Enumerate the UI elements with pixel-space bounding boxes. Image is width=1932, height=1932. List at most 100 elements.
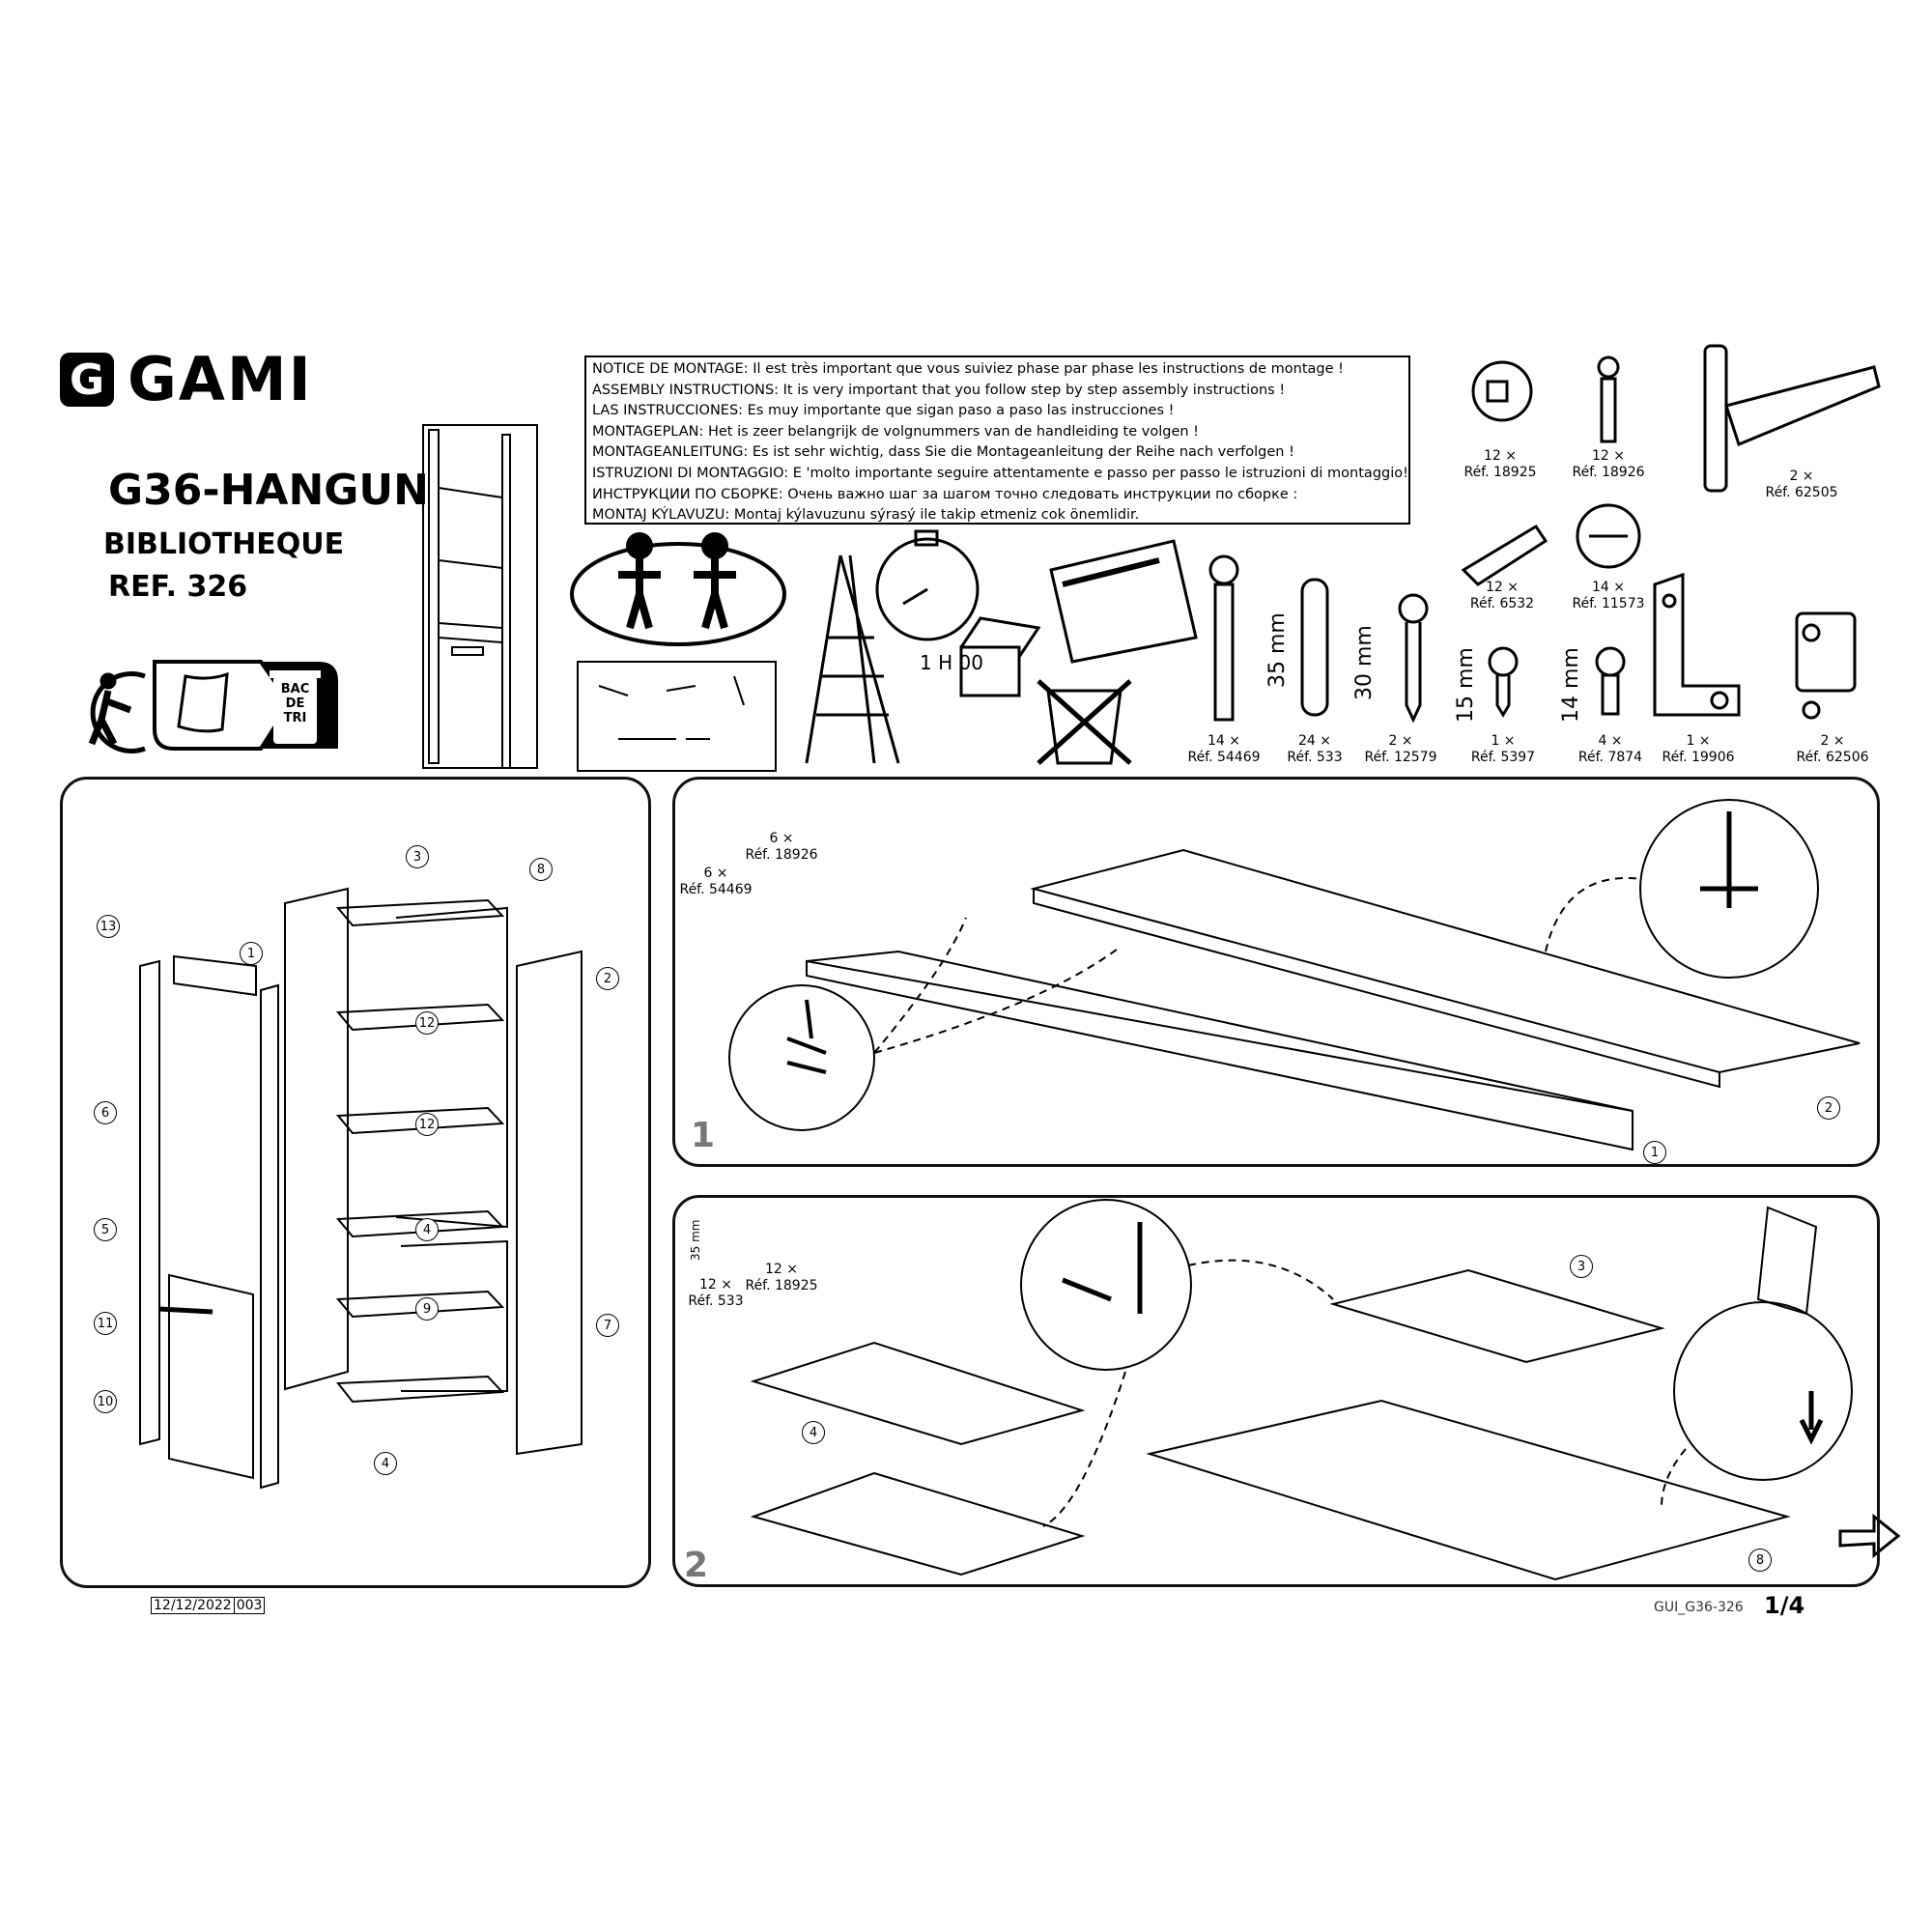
notice-line-nl: MONTAGEPLAN: Het is zeer belangrijk de v… bbox=[592, 423, 1199, 440]
hardware-item: 24 ×Réf. 533 bbox=[1287, 733, 1342, 766]
hardware-item: 2 ×Réf. 62505 bbox=[1765, 469, 1837, 501]
cam-bolt-icon bbox=[1208, 554, 1239, 722]
hardware-qty: 2 × bbox=[1789, 469, 1814, 484]
hardware-item: 12 ×Réf. 6532 bbox=[1470, 580, 1534, 612]
notice-line-tr: MONTAJ KÝLAVUZU: Montaj kýlavuzunu sýras… bbox=[592, 507, 1140, 524]
screw-icon bbox=[1488, 646, 1519, 718]
tools-icon bbox=[598, 675, 745, 740]
hardware-qty: 2 × bbox=[1820, 733, 1845, 749]
part-number-callout: 9 bbox=[415, 1297, 439, 1321]
notice-line-fr: NOTICE DE MONTAGE: Il est très important… bbox=[592, 361, 1344, 377]
screw-icon bbox=[1595, 646, 1626, 716]
two-person-icon bbox=[570, 532, 786, 646]
bin-label-line: TRI bbox=[283, 711, 307, 725]
part-number-callout: 8 bbox=[1748, 1548, 1772, 1572]
ladder-icon bbox=[805, 554, 900, 764]
gami-logo: G GAMI bbox=[60, 344, 313, 414]
hardware-ref: Réf. 62506 bbox=[1796, 750, 1869, 765]
part-number-callout: 11 bbox=[94, 1312, 117, 1335]
tools-box bbox=[577, 661, 777, 772]
hardware-qty: 12 × bbox=[1592, 448, 1625, 464]
hardware-ref: Réf. 7874 bbox=[1577, 750, 1643, 765]
hardware-qty: 6 × bbox=[769, 831, 794, 846]
part-number-callout: 8 bbox=[529, 858, 553, 881]
step-2-panel bbox=[672, 1195, 1880, 1587]
notice-line-de: MONTAGEANLEITUNG: Es ist sehr wichtig, d… bbox=[592, 444, 1294, 461]
hardware-ref: Réf. 18925 bbox=[745, 1278, 818, 1293]
exploded-view-panel bbox=[60, 777, 651, 1588]
step2-hardware: 12 ×Réf. 533 bbox=[688, 1277, 743, 1310]
bac-de-tri-label: BAC DE TRI bbox=[273, 682, 317, 725]
step1-hardware: 6 ×Réf. 54469 bbox=[679, 866, 752, 898]
hardware-qty: 12 × bbox=[765, 1262, 798, 1277]
part-number-callout: 1 bbox=[1643, 1141, 1666, 1164]
hardware-ref: Réf. 62505 bbox=[1765, 485, 1838, 500]
part-number-callout: 13 bbox=[97, 915, 120, 938]
step2-hardware: 12 ×Réf. 18925 bbox=[745, 1262, 817, 1294]
hardware-item: 2 ×Réf. 12579 bbox=[1364, 733, 1436, 766]
dimension-label: 30 mm bbox=[1352, 625, 1377, 700]
hardware-qty: 4 × bbox=[1598, 733, 1623, 749]
cabinet-illustration bbox=[422, 424, 538, 769]
logo-mark: G bbox=[60, 353, 114, 407]
hardware-item: 2 ×Réf. 62506 bbox=[1796, 733, 1868, 766]
page-number: 1/4 bbox=[1764, 1592, 1805, 1619]
part-number-callout: 12 bbox=[415, 1011, 439, 1035]
step1-hardware: 6 ×Réf. 18926 bbox=[745, 831, 817, 864]
hardware-ref: Réf. 11573 bbox=[1572, 596, 1645, 611]
part-number-callout: 4 bbox=[374, 1452, 397, 1475]
hardware-ref: Réf. 533 bbox=[1287, 750, 1343, 765]
hardware-qty: 14 × bbox=[1208, 733, 1240, 749]
hardware-qty: 6 × bbox=[703, 866, 728, 881]
hardware-qty: 24 × bbox=[1298, 733, 1331, 749]
part-number-callout: 1 bbox=[240, 942, 263, 965]
part-number-callout: 4 bbox=[802, 1421, 825, 1444]
part-number-callout: 2 bbox=[1817, 1096, 1840, 1120]
part-number-callout: 10 bbox=[94, 1390, 117, 1413]
logo-text: GAMI bbox=[128, 344, 313, 414]
hardware-qty: 12 × bbox=[1486, 580, 1519, 595]
notice-box: NOTICE DE MONTAGE: Il est très important… bbox=[584, 355, 1410, 525]
hardware-ref: Réf. 18925 bbox=[1463, 465, 1537, 480]
hinge-plate-icon bbox=[1795, 611, 1857, 720]
hardware-item: 1 ×Réf. 5397 bbox=[1471, 733, 1535, 766]
dimension-label: 15 mm bbox=[1454, 647, 1478, 723]
hardware-item: 14 ×Réf. 54469 bbox=[1187, 733, 1260, 766]
hardware-qty: 14 × bbox=[1592, 580, 1625, 595]
hardware-item: 4 ×Réf. 7874 bbox=[1578, 733, 1642, 766]
part-number-callout: 6 bbox=[94, 1101, 117, 1124]
footer-version: 003 bbox=[233, 1598, 265, 1613]
hardware-ref: Réf. 533 bbox=[688, 1293, 744, 1309]
hardware-ref: Réf. 12579 bbox=[1364, 750, 1437, 765]
part-number-callout: 2 bbox=[596, 967, 619, 990]
cam-lock-icon bbox=[1576, 503, 1641, 569]
hardware-item: 12 ×Réf. 18925 bbox=[1463, 448, 1536, 481]
product-reference: REF. 326 bbox=[108, 570, 248, 604]
cam-lock-icon bbox=[1471, 360, 1533, 422]
hardware-ref: Réf. 54469 bbox=[679, 882, 753, 897]
part-number-callout: 4 bbox=[415, 1218, 439, 1241]
hardware-ref: Réf. 19906 bbox=[1662, 750, 1735, 765]
product-model: G36-HANGUN bbox=[108, 466, 429, 515]
document-code: GUI_G36-326 bbox=[1654, 1600, 1744, 1615]
cam-bolt-icon bbox=[1597, 355, 1620, 443]
bin-label-line: DE bbox=[285, 696, 305, 711]
notice-line-it: ISTRUZIONI DI MONTAGGIO: E 'molto import… bbox=[592, 465, 1408, 481]
angle-bracket-icon bbox=[1653, 572, 1741, 717]
part-number-callout: 3 bbox=[1570, 1255, 1593, 1278]
stopwatch-icon bbox=[875, 529, 980, 641]
hardware-qty: 12 × bbox=[699, 1277, 732, 1293]
hardware-qty: 2 × bbox=[1388, 733, 1413, 749]
assembly-time: 1 H 00 bbox=[920, 651, 983, 674]
dimension-label: 14 mm bbox=[1559, 647, 1583, 723]
hardware-ref: Réf. 18926 bbox=[745, 847, 818, 863]
shelf-support-icon bbox=[1461, 524, 1548, 586]
recycle-icon bbox=[88, 671, 146, 753]
hardware-qty: 12 × bbox=[1484, 448, 1517, 464]
hardware-ref: Réf. 54469 bbox=[1187, 750, 1261, 765]
hardware-qty: 1 × bbox=[1686, 733, 1711, 749]
hardware-item: 1 ×Réf. 19906 bbox=[1662, 733, 1734, 766]
notice-line-es: LAS INSTRUCCIONES: Es muy importante que… bbox=[592, 403, 1175, 419]
notice-line-ru: ИНСТРУКЦИИ ПО СБОРКЕ: Очень важно шаг за… bbox=[592, 486, 1298, 502]
